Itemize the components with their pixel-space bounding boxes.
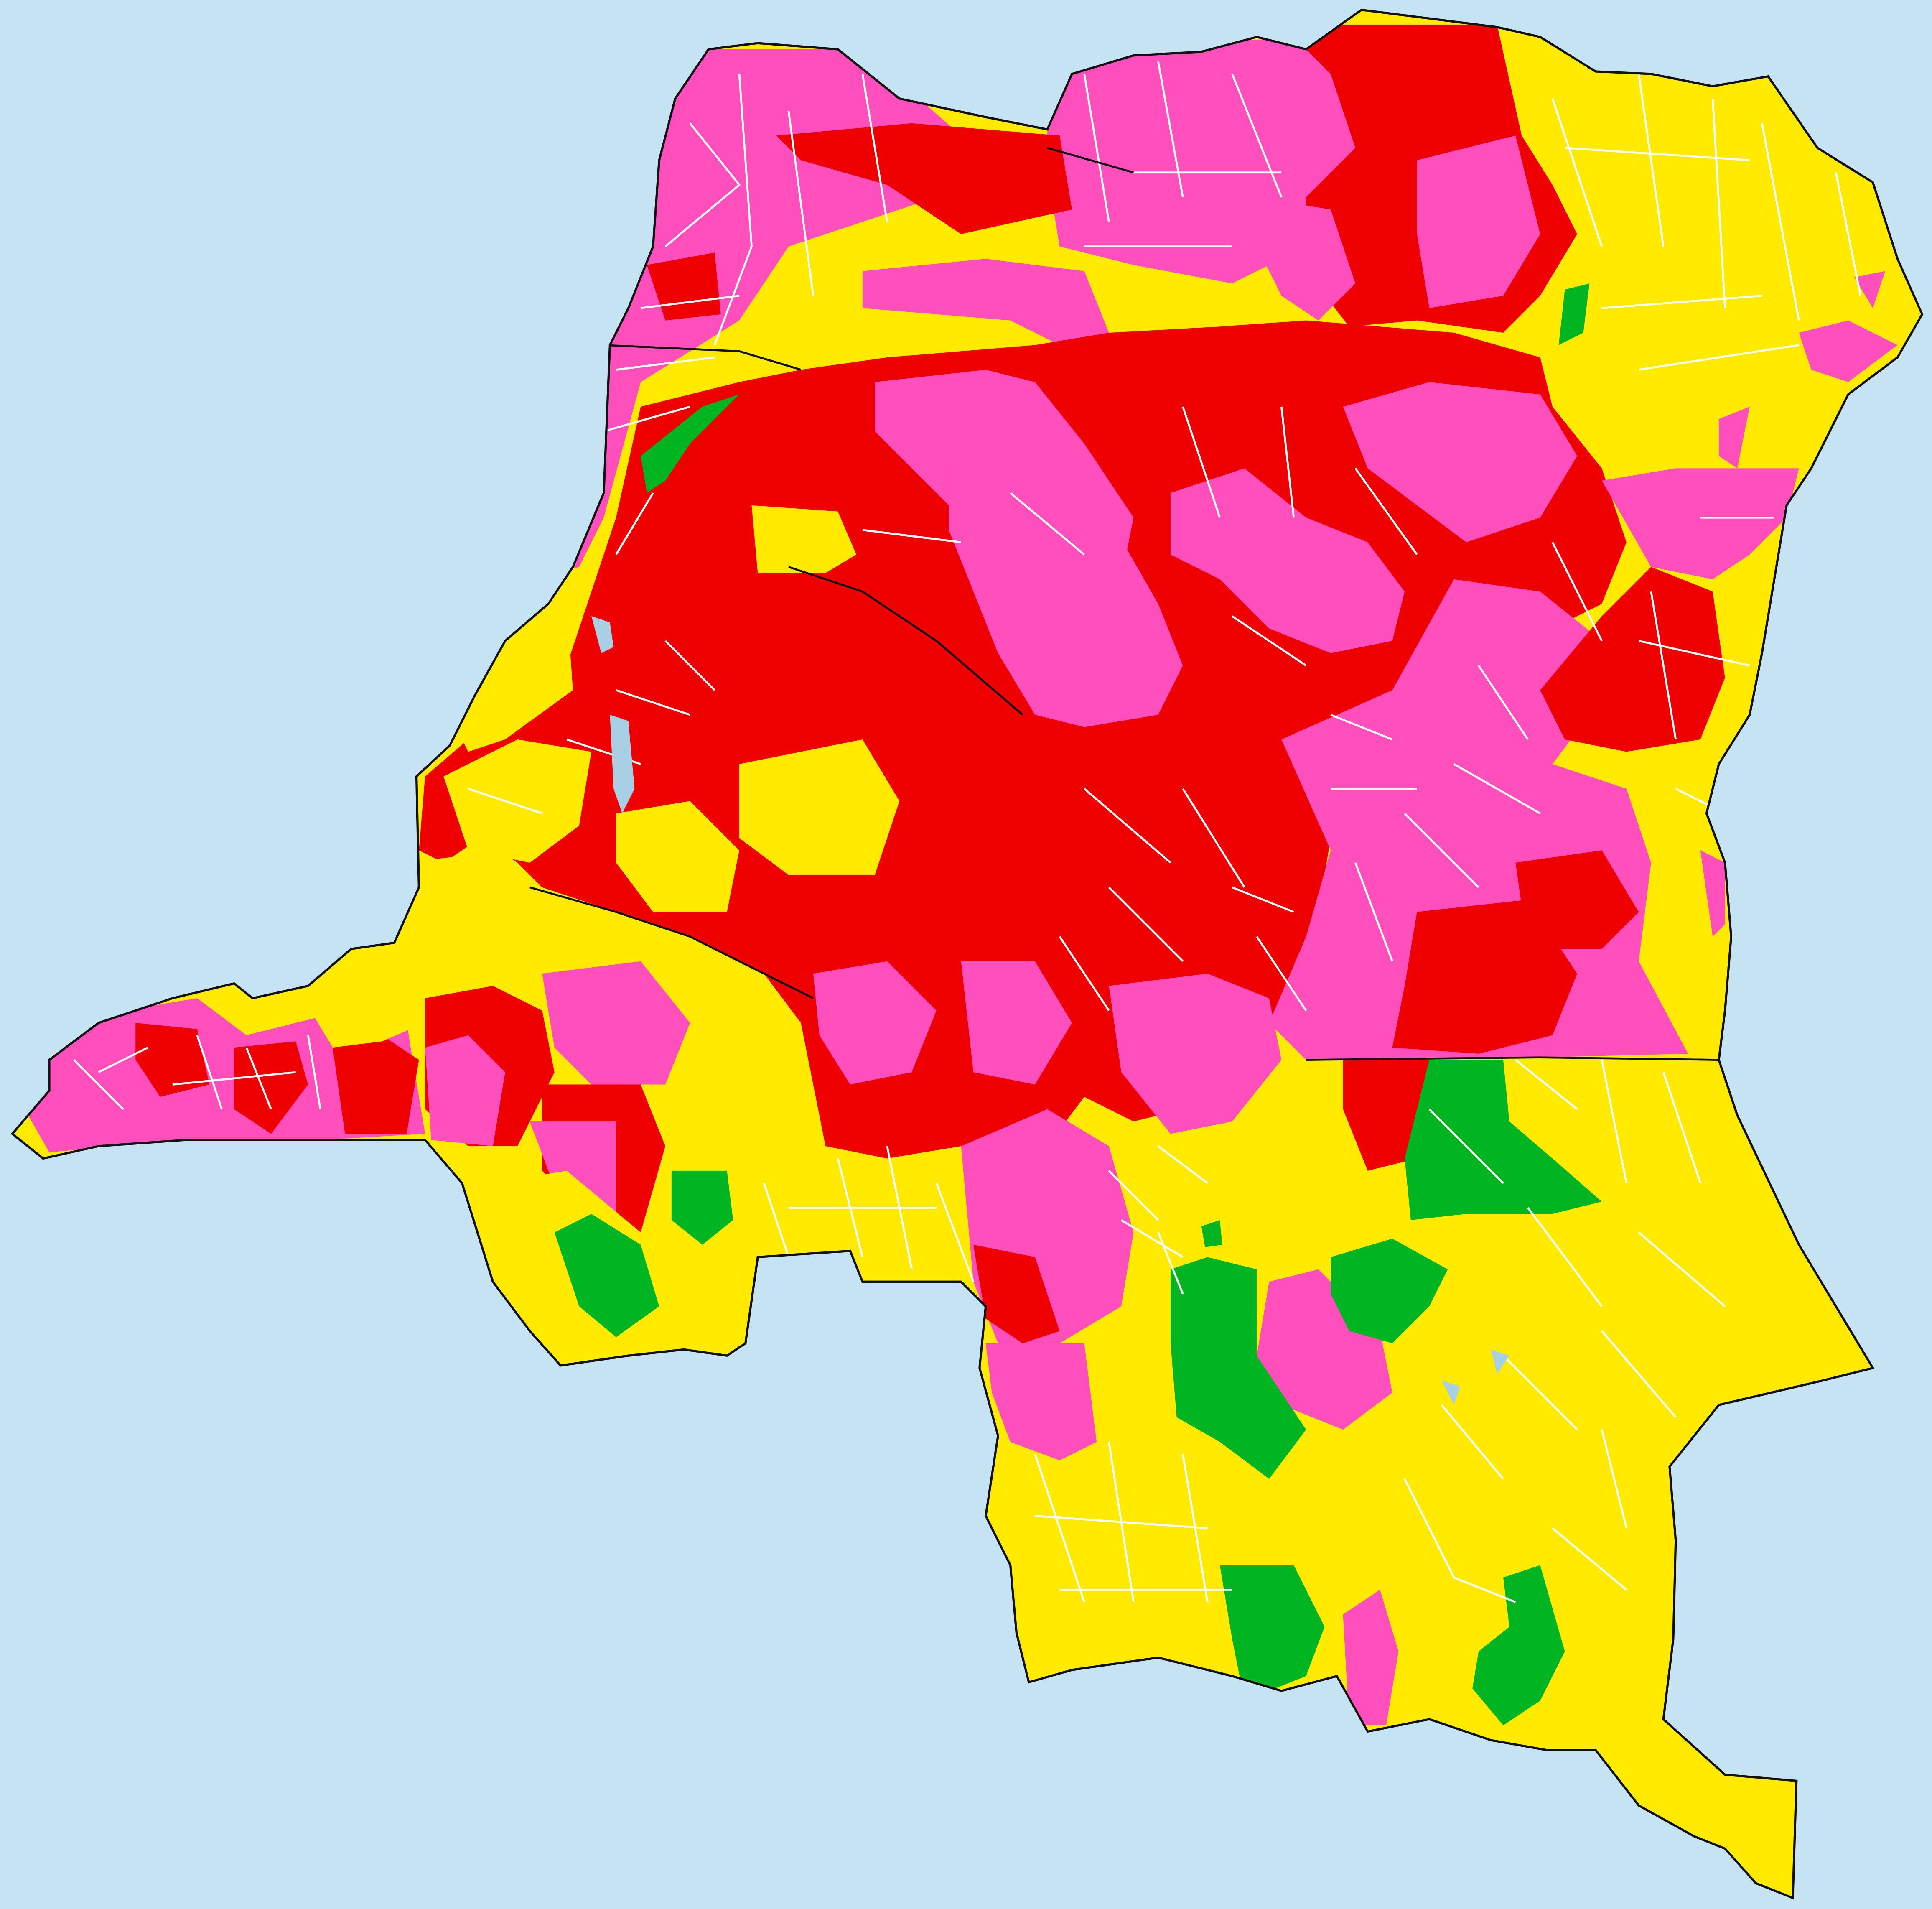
region-pink-center (949, 456, 1183, 727)
district-boundaries (73, 61, 1862, 1603)
region-pink-east-coast (1601, 468, 1799, 579)
district-line (603, 74, 888, 555)
lake-southeast-2 (1491, 1349, 1509, 1374)
region-pink-south-pocket (985, 1343, 1097, 1460)
region-pink-east-mid (1343, 382, 1577, 543)
region-pink-ne-coast (1718, 406, 1750, 469)
province-line (529, 886, 814, 999)
region-pink-west-south (425, 1035, 505, 1146)
region-yellow-center-small (751, 505, 857, 573)
region-pink-south-strip (1343, 1590, 1399, 1725)
district-line (1083, 61, 1283, 248)
district-line (73, 1035, 321, 1110)
region-green-south-lower (1219, 1565, 1325, 1701)
lakes (591, 616, 1509, 1405)
region-red-northwest-blob (647, 252, 721, 321)
region-pink-center-east (1170, 468, 1405, 653)
region-pink-ne-cluster (1799, 320, 1898, 382)
region-red-southwest-1 (135, 1023, 210, 1097)
region-red-east-mid (1540, 567, 1725, 752)
region-pink-sw-lower (542, 961, 690, 1085)
lake-west (591, 616, 614, 653)
province-line (1306, 1056, 1719, 1061)
region-red-sc-red (1343, 1060, 1430, 1171)
region-red-south-center (973, 1244, 1060, 1343)
region-red-east-lower (1515, 850, 1639, 949)
region-green-south-mid (1331, 1239, 1448, 1343)
district-line (862, 406, 1418, 741)
region-pink-sc-3 (961, 961, 1072, 1085)
region-yellow-southwest-pocket (295, 961, 425, 1048)
region-green-sw-2 (671, 1170, 733, 1245)
lake-west-2 (610, 715, 635, 813)
district-line (468, 640, 715, 815)
region-yellow-west-coast (450, 604, 573, 752)
region-pink-southwest-strip (24, 998, 425, 1152)
district-line (1551, 74, 1862, 371)
region-green-west (641, 394, 740, 493)
district-line (763, 1146, 975, 1282)
region-green-south-big (1405, 1060, 1602, 1220)
region-green-small-south (1201, 1220, 1222, 1247)
region-pink-center-south (1109, 974, 1282, 1134)
region-yellow-west-2 (394, 850, 542, 986)
region-green-northeast (1558, 283, 1590, 345)
district-line (1551, 516, 1774, 815)
region-pink-center-south-2 (813, 961, 937, 1085)
region-pink-northeast-inner (1417, 135, 1540, 308)
province-line (1047, 147, 1134, 174)
region-red-southwest-3 (333, 1035, 419, 1134)
district-line (1428, 1059, 1726, 1418)
district-line (1331, 665, 1541, 962)
region-yellow-west-1 (443, 739, 592, 863)
district-line (1108, 1145, 1208, 1295)
region-green-southeast (1472, 1565, 1565, 1725)
region-red-north-strip (776, 123, 1072, 234)
region-yellow-center-west (616, 801, 740, 912)
district-line (1034, 1442, 1232, 1603)
province-boundaries (529, 147, 1719, 1061)
region-green-south-tall (1170, 1257, 1306, 1479)
province-line (788, 566, 1023, 716)
lake-southeast-1 (1441, 1380, 1460, 1405)
region-pink-far-northeast (1854, 271, 1885, 308)
district-line (1059, 788, 1307, 1011)
region-yellow-center-square (739, 739, 900, 875)
province-line (603, 344, 802, 371)
region-pink-east-fringe (1700, 850, 1725, 937)
region-pink-north-center (1257, 197, 1356, 321)
district-line (1404, 1355, 1628, 1603)
region-green-sw-1 (554, 1214, 659, 1337)
